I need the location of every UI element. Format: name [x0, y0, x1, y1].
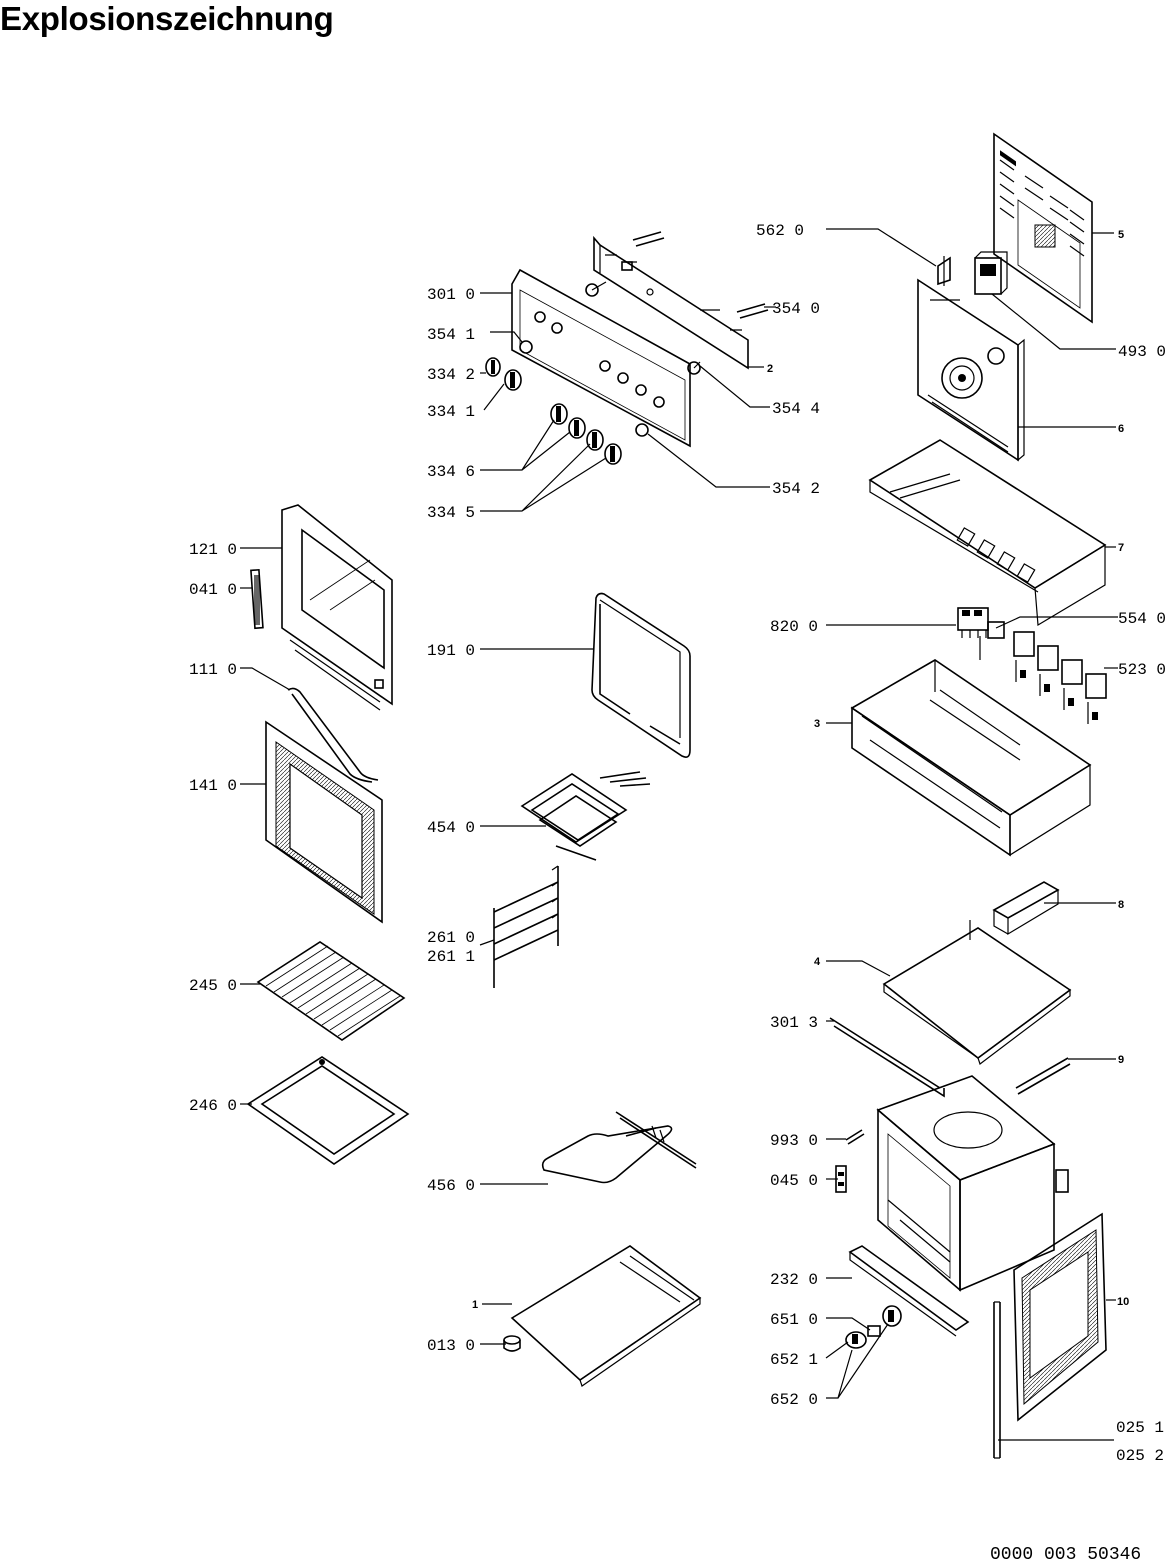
bracket-part	[937, 256, 951, 286]
top-plate-part	[882, 920, 1072, 1065]
knob-parts	[485, 357, 622, 465]
label-354-1: 354 1	[427, 326, 475, 344]
label-301-0: 301 0	[427, 286, 475, 304]
small-bracket-part	[992, 881, 1060, 936]
label-3: 3	[814, 718, 820, 730]
label-334-6: 334 6	[427, 463, 475, 481]
label-334-5: 334 5	[427, 504, 475, 522]
label-232-0: 232 0	[770, 1271, 818, 1289]
foot-part	[503, 1335, 521, 1352]
strip-part	[829, 1017, 945, 1098]
wire-shelf-part	[256, 941, 406, 1041]
label-523-0: 523 0	[1118, 661, 1166, 679]
strip-9-part	[1015, 1057, 1071, 1095]
label-10: 10	[1117, 1296, 1129, 1308]
document-code: 0000 003 50346	[990, 1545, 1142, 1565]
baking-tray-part	[246, 1056, 410, 1165]
label-354-4: 354 4	[772, 400, 820, 418]
label-334-2: 334 2	[427, 366, 475, 384]
relay-part	[974, 251, 1008, 295]
pin-parts	[519, 231, 769, 437]
label-025-1: 025 1	[1116, 1419, 1164, 1437]
label-5: 5	[1118, 229, 1124, 241]
label-301-3: 301 3	[770, 1014, 818, 1032]
label-651-0: 651 0	[770, 1311, 818, 1329]
leader-lines	[240, 228, 1118, 1441]
label-354-2: 354 2	[772, 480, 820, 498]
switch-block-part	[957, 607, 989, 638]
label-652-1: 652 1	[770, 1351, 818, 1369]
label-013-0: 013 0	[427, 1337, 475, 1355]
door-seal-part	[591, 592, 691, 758]
label-993-0: 993 0	[770, 1132, 818, 1150]
top-cover-part	[868, 439, 1107, 627]
label-9: 9	[1118, 1054, 1124, 1066]
label-261-1: 261 1	[427, 948, 475, 966]
label-4: 4	[814, 956, 821, 968]
label-454-0: 454 0	[427, 819, 475, 837]
front-rail-part	[848, 1245, 970, 1337]
page-title: Explosionszeichnung	[0, 0, 334, 37]
label-045-0: 045 0	[770, 1172, 818, 1190]
label-493-0: 493 0	[1118, 343, 1166, 361]
part-labels: 562 0 5 301 0 354 0 354 1 493 0 334 2 2 …	[189, 222, 1166, 1465]
control-panel-part	[511, 268, 691, 448]
label-141-0: 141 0	[189, 777, 237, 795]
label-025-2: 025 2	[1116, 1447, 1164, 1465]
label-562-0: 562 0	[756, 222, 804, 240]
label-334-1: 334 1	[427, 403, 475, 421]
bottom-heater-part	[541, 1111, 697, 1184]
screw-part	[845, 1129, 865, 1145]
label-554-0: 554 0	[1118, 610, 1166, 628]
oven-cavity-part	[876, 1075, 1069, 1292]
outer-door-part	[265, 720, 383, 924]
control-box-part	[850, 659, 1092, 857]
label-121-0: 121 0	[189, 541, 237, 559]
label-354-0: 354 0	[772, 300, 820, 318]
label-041-0: 041 0	[189, 581, 237, 599]
label-7: 7	[1118, 542, 1124, 554]
back-panel-part	[993, 132, 1093, 324]
label-1: 1	[472, 1299, 478, 1311]
label-8: 8	[1118, 899, 1124, 911]
label-191-0: 191 0	[427, 642, 475, 660]
label-652-0: 652 0	[770, 1391, 818, 1409]
side-door-part	[1013, 1212, 1107, 1422]
hinge-strip-part	[993, 1301, 1001, 1459]
regulator-parts	[1013, 631, 1107, 724]
door-frame-part	[281, 504, 393, 711]
side-rail-part	[493, 865, 559, 988]
label-2: 2	[767, 363, 773, 375]
lamp-parts	[845, 1305, 902, 1349]
label-245-0: 245 0	[189, 977, 237, 995]
top-heater-part	[520, 771, 651, 861]
label-456-0: 456 0	[427, 1177, 475, 1195]
label-820-0: 820 0	[770, 618, 818, 636]
label-6: 6	[1118, 423, 1124, 435]
door-handle-part	[287, 687, 379, 783]
label-261-0: 261 0	[427, 929, 475, 947]
bottom-plate-part	[510, 1245, 702, 1387]
hinge-part	[250, 568, 264, 630]
control-rail-part	[593, 235, 749, 370]
fan-panel-part	[917, 278, 1025, 462]
label-246-0: 246 0	[189, 1097, 237, 1115]
label-111-0: 111 0	[189, 661, 237, 679]
small-switch-part	[979, 621, 1005, 660]
